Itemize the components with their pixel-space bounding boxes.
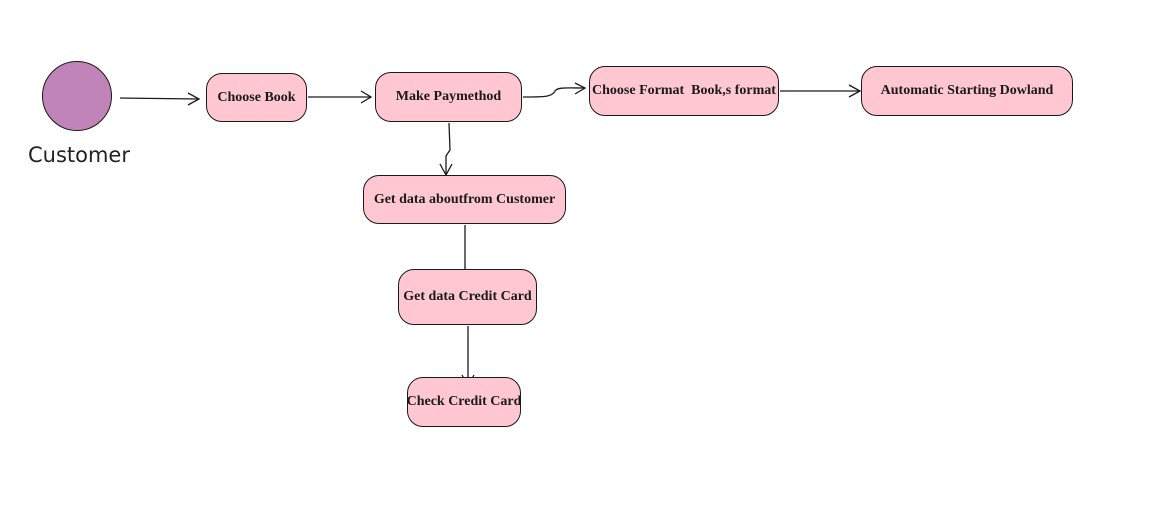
edge-actor-to-choose-book: [119, 92, 201, 106]
node-choose-book: Choose Book: [206, 73, 307, 122]
node-get-data-credit-card: Get data Credit Card: [398, 269, 537, 325]
edge-choose-format-to-automatic-download: [780, 84, 862, 98]
edge-choose-book-to-make-paymethod: [308, 90, 373, 104]
node-choose-format: Choose Format Book,s format: [589, 66, 779, 116]
node-make-paymethod: Make Paymethod: [375, 72, 522, 122]
edge-make-paymethod-to-choose-format: [522, 82, 587, 98]
edge-make-paymethod-to-get-data-customer: [439, 122, 453, 177]
node-check-credit-card: Check Credit Card: [407, 377, 521, 427]
customer-actor-node: [42, 61, 112, 131]
node-automatic-starting-download: Automatic Starting Dowland: [861, 66, 1073, 116]
node-get-data-about-customer: Get data aboutfrom Customer: [363, 175, 566, 224]
customer-actor-label: Customer: [27, 143, 130, 167]
